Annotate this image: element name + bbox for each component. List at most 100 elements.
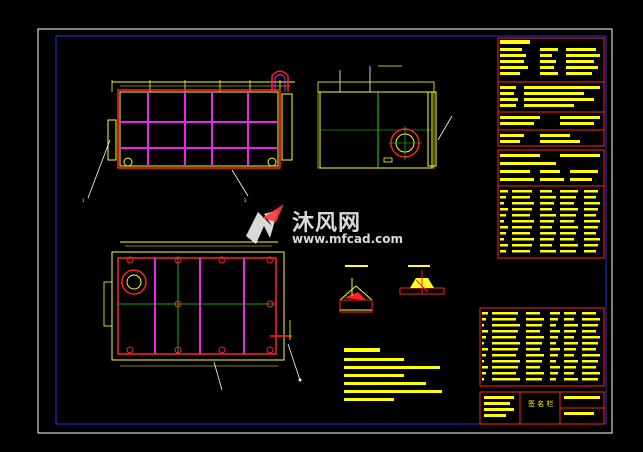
table-cell-text	[564, 360, 578, 363]
table-cell-text	[584, 208, 598, 211]
side-elevation-view	[317, 65, 453, 169]
table-cell-text	[482, 360, 484, 363]
table-cell-text	[512, 232, 530, 235]
table-cell-text	[512, 202, 534, 205]
table-cell-text	[500, 220, 504, 223]
table-cell-text	[512, 250, 530, 253]
table-cell-text	[564, 330, 576, 333]
table-cell-text	[540, 232, 556, 235]
table-cell-text	[560, 226, 578, 229]
table-cell-text	[540, 214, 556, 217]
table-cell-text	[550, 342, 556, 345]
table-cell-text	[482, 330, 488, 333]
table-cell-text	[492, 330, 518, 333]
table-cell-text	[582, 342, 598, 345]
table-cell-text	[560, 214, 576, 217]
table-cell-text	[526, 318, 544, 321]
table-cell-text	[500, 214, 506, 217]
table-cell-text	[582, 312, 596, 315]
table-cell-text	[582, 330, 596, 333]
table-cell-text	[550, 348, 560, 351]
table-cell-text	[550, 378, 556, 381]
table-cell-text	[582, 378, 598, 381]
table-cell-text	[584, 220, 600, 223]
svg-text:1: 1	[82, 198, 85, 203]
table-cell-text	[482, 324, 484, 327]
table-cell-text	[500, 250, 506, 253]
table-cell-text	[550, 354, 558, 357]
table-cell-text	[582, 336, 600, 339]
table-cell-text	[560, 202, 574, 205]
watermark-logo-icon	[246, 204, 284, 244]
table-cell-text	[526, 312, 540, 315]
table-cell-text	[482, 354, 486, 357]
table-cell-text	[564, 372, 574, 375]
table-cell-text	[500, 202, 504, 205]
table-cell-text	[584, 232, 596, 235]
table-cell-text	[560, 190, 578, 193]
table-cell-text	[512, 220, 534, 223]
parts-table-top	[497, 37, 605, 147]
table-cell-text	[500, 208, 508, 211]
table-cell-text	[584, 214, 596, 217]
table-cell-text	[564, 348, 576, 351]
table-cell-text	[482, 378, 484, 381]
table-cell-text	[584, 202, 600, 205]
table-cell-text	[526, 366, 540, 369]
parts-list-bottom	[479, 307, 605, 387]
table-cell-text	[540, 190, 552, 193]
table-cell-text	[550, 312, 560, 315]
table-cell-text	[582, 354, 600, 357]
technical-notes	[344, 348, 442, 401]
table-cell-text	[550, 336, 558, 339]
table-cell-text	[526, 354, 544, 357]
table-cell-text	[512, 190, 532, 193]
table-cell-text	[540, 226, 552, 229]
table-cell-text	[550, 366, 560, 369]
table-cell-text	[564, 366, 576, 369]
watermark-brand: 沐风网	[292, 211, 362, 236]
table-cell-text	[482, 366, 488, 369]
plan-view	[103, 241, 302, 391]
table-cell-text	[492, 354, 516, 357]
table-cell-text	[492, 312, 518, 315]
table-cell-text	[560, 220, 574, 223]
table-cell-text	[526, 378, 542, 381]
table-cell-text	[550, 318, 558, 321]
table-cell-text	[512, 226, 532, 229]
table-cell-text	[550, 330, 560, 333]
table-cell-text	[492, 366, 518, 369]
table-cell-text	[582, 366, 596, 369]
table-cell-text	[560, 244, 578, 247]
title-block: 签 名 栏	[479, 391, 605, 425]
table-cell-text	[526, 348, 540, 351]
table-cell-text	[584, 190, 598, 193]
table-cell-text	[564, 378, 578, 381]
title-block-stamp: 签 名 栏	[528, 399, 553, 408]
parts-table-middle	[497, 149, 605, 259]
table-cell-text	[560, 196, 576, 199]
table-cell-text	[540, 220, 554, 223]
table-cell-text	[540, 208, 552, 211]
table-cell-text	[500, 196, 506, 199]
table-cell-text	[540, 250, 556, 253]
table-cell-text	[526, 330, 540, 333]
table-cell-text	[564, 342, 578, 345]
table-cell-text	[500, 232, 506, 235]
table-cell-text	[584, 244, 598, 247]
table-cell-text	[492, 360, 520, 363]
table-cell-text	[540, 238, 554, 241]
table-cell-text	[560, 238, 574, 241]
table-cell-text	[492, 336, 516, 339]
table-cell-text	[492, 342, 520, 345]
table-cell-text	[526, 324, 542, 327]
front-elevation-view: 1 2	[82, 70, 295, 203]
table-cell-text	[560, 232, 576, 235]
table-cell-text	[482, 336, 486, 339]
table-cell-text	[540, 244, 552, 247]
weld-detail-sections	[339, 265, 445, 313]
table-cell-text	[582, 372, 600, 375]
table-cell-text	[492, 348, 518, 351]
table-cell-text	[584, 250, 596, 253]
